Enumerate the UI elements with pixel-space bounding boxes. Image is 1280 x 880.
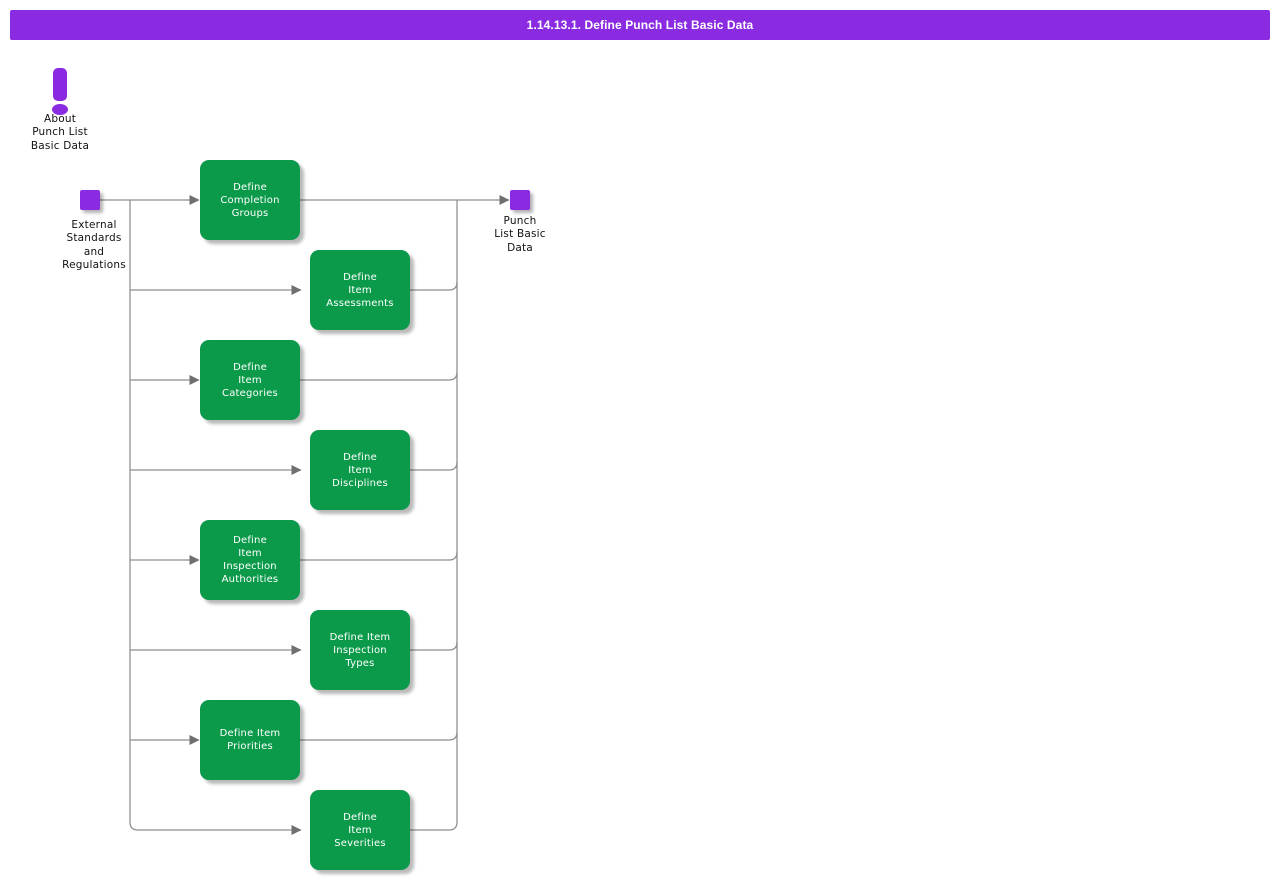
end-event-square[interactable]: [510, 190, 530, 210]
task-define-item-assessments[interactable]: Define Item Assessments: [310, 250, 410, 330]
diagram-title: 1.14.13.1. Define Punch List Basic Data: [526, 18, 754, 32]
task-define-item-priorities[interactable]: Define Item Priorities: [200, 700, 300, 780]
diagram-title-bar: 1.14.13.1. Define Punch List Basic Data: [10, 10, 1270, 40]
start-event-label: External Standards and Regulations: [62, 219, 126, 271]
start-event-square[interactable]: [80, 190, 100, 210]
end-event-label: Punch List Basic Data: [494, 215, 546, 254]
task-define-item-severities[interactable]: Define Item Severities: [310, 790, 410, 870]
about-note-label[interactable]: About Punch List Basic Data: [30, 113, 90, 152]
task-define-item-disciplines[interactable]: Define Item Disciplines: [310, 430, 410, 510]
exclamation-icon[interactable]: [53, 68, 67, 101]
exclamation-icon-dot[interactable]: [52, 104, 68, 115]
task-define-item-inspection-types[interactable]: Define Item Inspection Types: [310, 610, 410, 690]
task-define-completion-groups[interactable]: Define Completion Groups: [200, 160, 300, 240]
task-define-item-categories[interactable]: Define Item Categories: [200, 340, 300, 420]
task-define-item-inspection-authorities[interactable]: Define Item Inspection Authorities: [200, 520, 300, 600]
